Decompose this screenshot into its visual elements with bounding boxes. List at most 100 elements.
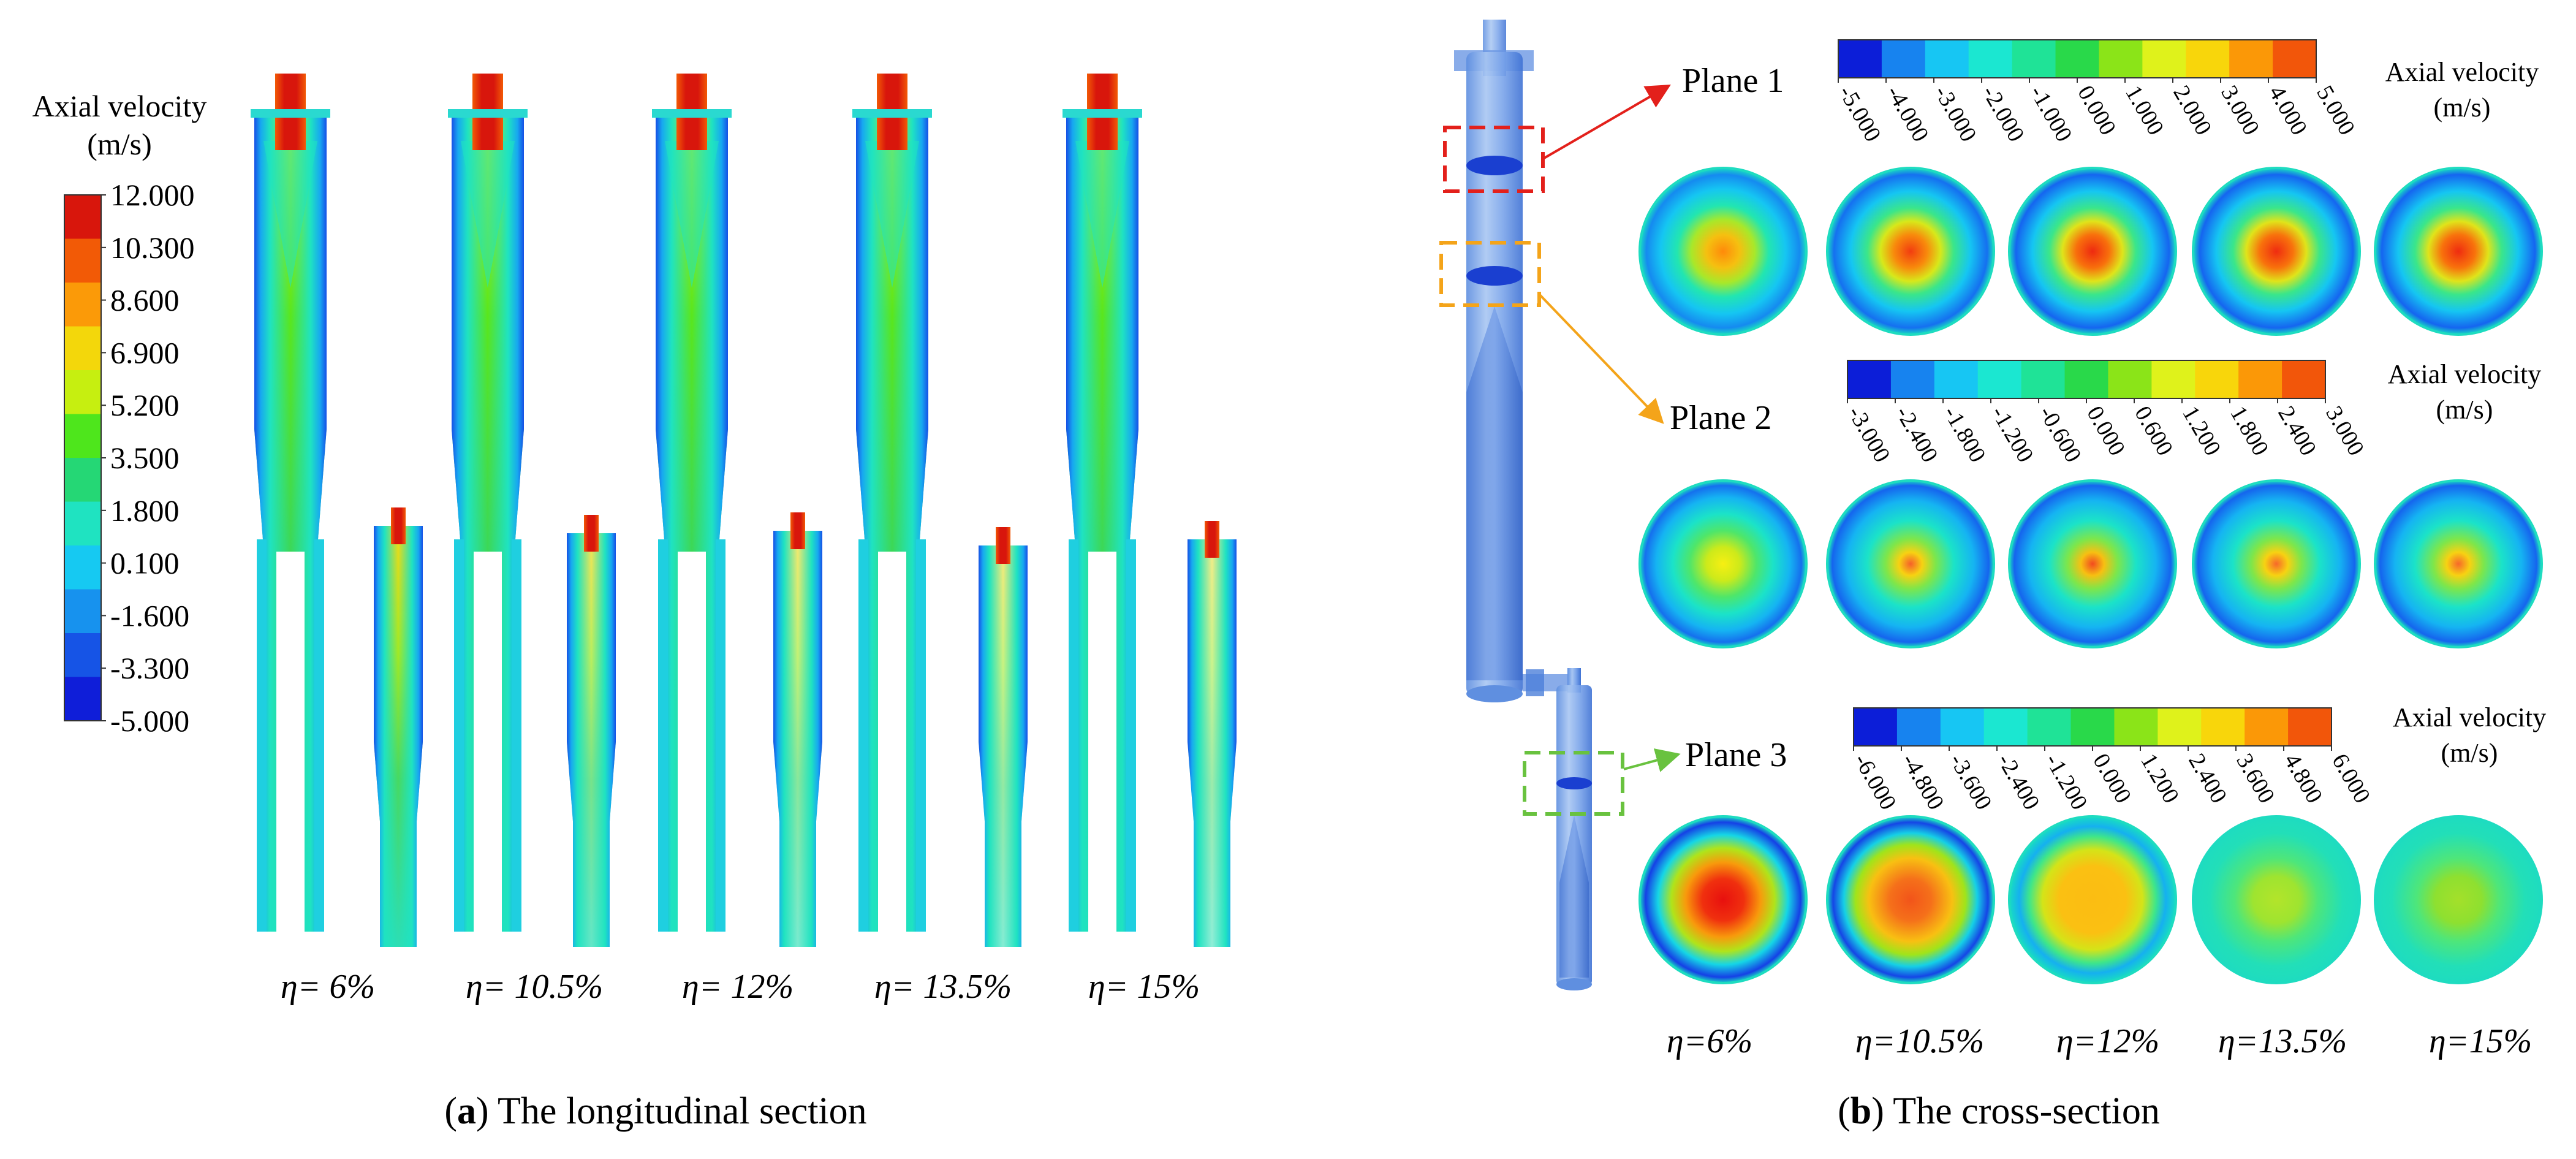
eta-label-b: η=6%	[1667, 1022, 1752, 1060]
plane-1-arrow	[1543, 84, 1671, 159]
lower-profile	[773, 512, 822, 947]
upper-wall-fill	[254, 110, 327, 932]
colorbar-a-segment	[64, 414, 101, 458]
colorbar-b-tick-label: 1.200	[2177, 402, 2226, 460]
upper-leg-left	[454, 539, 464, 932]
lower-wall-fill	[374, 526, 423, 947]
eta-label-b: η=12%	[2056, 1022, 2159, 1060]
longitudinal-profile	[251, 74, 330, 932]
upper-recirculation-zone	[865, 141, 919, 288]
colorbar-b-tick-label: 1.000	[2120, 82, 2169, 140]
colorbar-b-segment	[2114, 708, 2159, 746]
upper-top-cap	[652, 109, 732, 118]
plane-3-arrow	[1623, 748, 1681, 772]
lower-profile	[567, 515, 616, 947]
colorbar-b-segment	[2245, 708, 2289, 746]
colorbar-b-tick-label: -5.000	[1833, 82, 1885, 146]
caption-b-letter: b	[1851, 1090, 1871, 1132]
colorbar-b-tick-label: 1.800	[2225, 402, 2273, 460]
colorbar-a-segment	[64, 195, 101, 240]
colorbar-a-segment	[64, 238, 101, 283]
colorbar-b-tick-label: 0.000	[2072, 82, 2121, 140]
apparatus-lower-cone	[1559, 815, 1589, 978]
cross-section-contour	[1826, 479, 1995, 648]
colorbar-b-segment	[2282, 360, 2326, 398]
eta-label-a: η= 13.5%	[874, 968, 1012, 1006]
colorbar-b-tick-label: 1.200	[2135, 750, 2184, 808]
colorbar-b-tick-label: -1.200	[1986, 402, 2038, 467]
colorbar-b-tick-label: 0.000	[2088, 750, 2136, 808]
colorbar-a-tick-label: 3.500	[110, 441, 180, 475]
lower-wall-fill	[567, 533, 616, 947]
colorbar-b-segment	[2151, 360, 2196, 398]
caption-b-text: The cross-section	[1884, 1090, 2160, 1132]
cross-section-contour	[1638, 479, 1808, 648]
longitudinal-profile	[448, 74, 528, 932]
colorbar-a-segment	[64, 370, 101, 415]
caption-b: (b) The cross-section	[1838, 1090, 2160, 1132]
colorbar-a-tick-label: 12.000	[110, 178, 195, 212]
colorbar-b-tick-label: 4.800	[2279, 750, 2327, 808]
plane-markers: Plane 1 Plane 2 Plane 3	[1439, 62, 1787, 816]
eta-label-a: η= 15%	[1088, 968, 1200, 1006]
cross-section-contour	[2008, 815, 2177, 984]
colorbar-a-tick-label: 10.300	[110, 230, 195, 265]
colorbar-b-segment	[2142, 40, 2187, 78]
colorbar-b-tick-label: -1.800	[1938, 402, 1990, 467]
upper-recirculation-zone	[461, 141, 515, 288]
cross-section-contour	[2374, 479, 2543, 648]
lower-inlet-jet	[1205, 521, 1219, 558]
colorbar-b-segment	[1983, 708, 2028, 746]
colorbar-b2-title-line1: Axial velocity	[2388, 359, 2542, 389]
colorbar-b-tick-label: 5.000	[2311, 82, 2360, 140]
eta-label-a: η= 10.5%	[466, 968, 603, 1006]
plane-1-label: Plane 1	[1682, 62, 1784, 100]
eta-label-b: η=10.5%	[1855, 1022, 1984, 1060]
colorbar-a-bar	[64, 194, 102, 721]
apparatus-3d	[1454, 20, 1592, 990]
colorbar-b-segment	[2108, 360, 2153, 398]
cross-section-contour	[1638, 815, 1808, 984]
colorbar-a-ticks: 12.00010.3008.6006.9005.2003.5001.8000.1…	[101, 178, 195, 738]
apparatus-main-bottom	[1466, 685, 1523, 702]
eta-labels-a: η= 6%η= 10.5%η= 12%η= 13.5%η= 15%	[281, 968, 1200, 1006]
upper-leg-right	[716, 539, 725, 932]
upper-leg-left	[1069, 539, 1078, 932]
eta-label-a: η= 12%	[682, 968, 794, 1006]
colorbar-b-segment	[1896, 708, 1941, 746]
colorbar-b-tick-label: -0.600	[2034, 402, 2086, 467]
colorbar-b3-title-line2: (m/s)	[2441, 738, 2498, 768]
upper-wall-fill	[856, 110, 928, 932]
upper-top-cap	[1063, 109, 1142, 118]
colorbar-b-segment	[2021, 360, 2066, 398]
colorbar-a-segment	[64, 458, 101, 503]
caption-a: (a) The longitudinal section	[444, 1090, 866, 1132]
lower-profile	[1188, 521, 1237, 947]
colorbar-b-tick-label: -2.400	[1992, 750, 2044, 815]
cross-section-contour	[2008, 167, 2177, 336]
colorbar-b-segment	[1838, 40, 1882, 78]
colorbar-a-tick-label: -5.000	[110, 704, 189, 738]
upper-wall-fill	[452, 110, 524, 932]
colorbar-b-segment	[1854, 708, 1898, 746]
colorbar-a-tick-label: -3.300	[110, 651, 189, 685]
plane-3-ellipse	[1556, 777, 1592, 789]
colorbar-b-segment	[2157, 708, 2202, 746]
cross-section-contour	[1826, 167, 1995, 336]
colorbar-b-segment	[1934, 360, 1979, 398]
colorbar-b-tick-label: 0.000	[2082, 402, 2130, 460]
colorbar-b-tick-label: -3.600	[1944, 750, 1996, 815]
colorbar-b-segment	[2099, 40, 2143, 78]
longitudinal-profile	[652, 74, 732, 932]
colorbar-b2-title-line2: (m/s)	[2436, 395, 2493, 425]
colorbar-a-tick-label: -1.600	[110, 598, 189, 633]
colorbar-b-tick-label: -3.000	[1843, 402, 1895, 467]
upper-wall-fill	[656, 110, 728, 932]
colorbar-b-tick-label: -2.000	[1977, 82, 2029, 146]
plane-2-box	[1439, 241, 1541, 307]
colorbar-a: Axial velocity (m/s) 12.00010.3008.6006.…	[32, 89, 207, 738]
colorbar-b-segment	[2012, 40, 2056, 78]
lower-inlet-jet	[584, 515, 599, 552]
colorbar-b1-title-line1: Axial velocity	[2385, 57, 2539, 87]
